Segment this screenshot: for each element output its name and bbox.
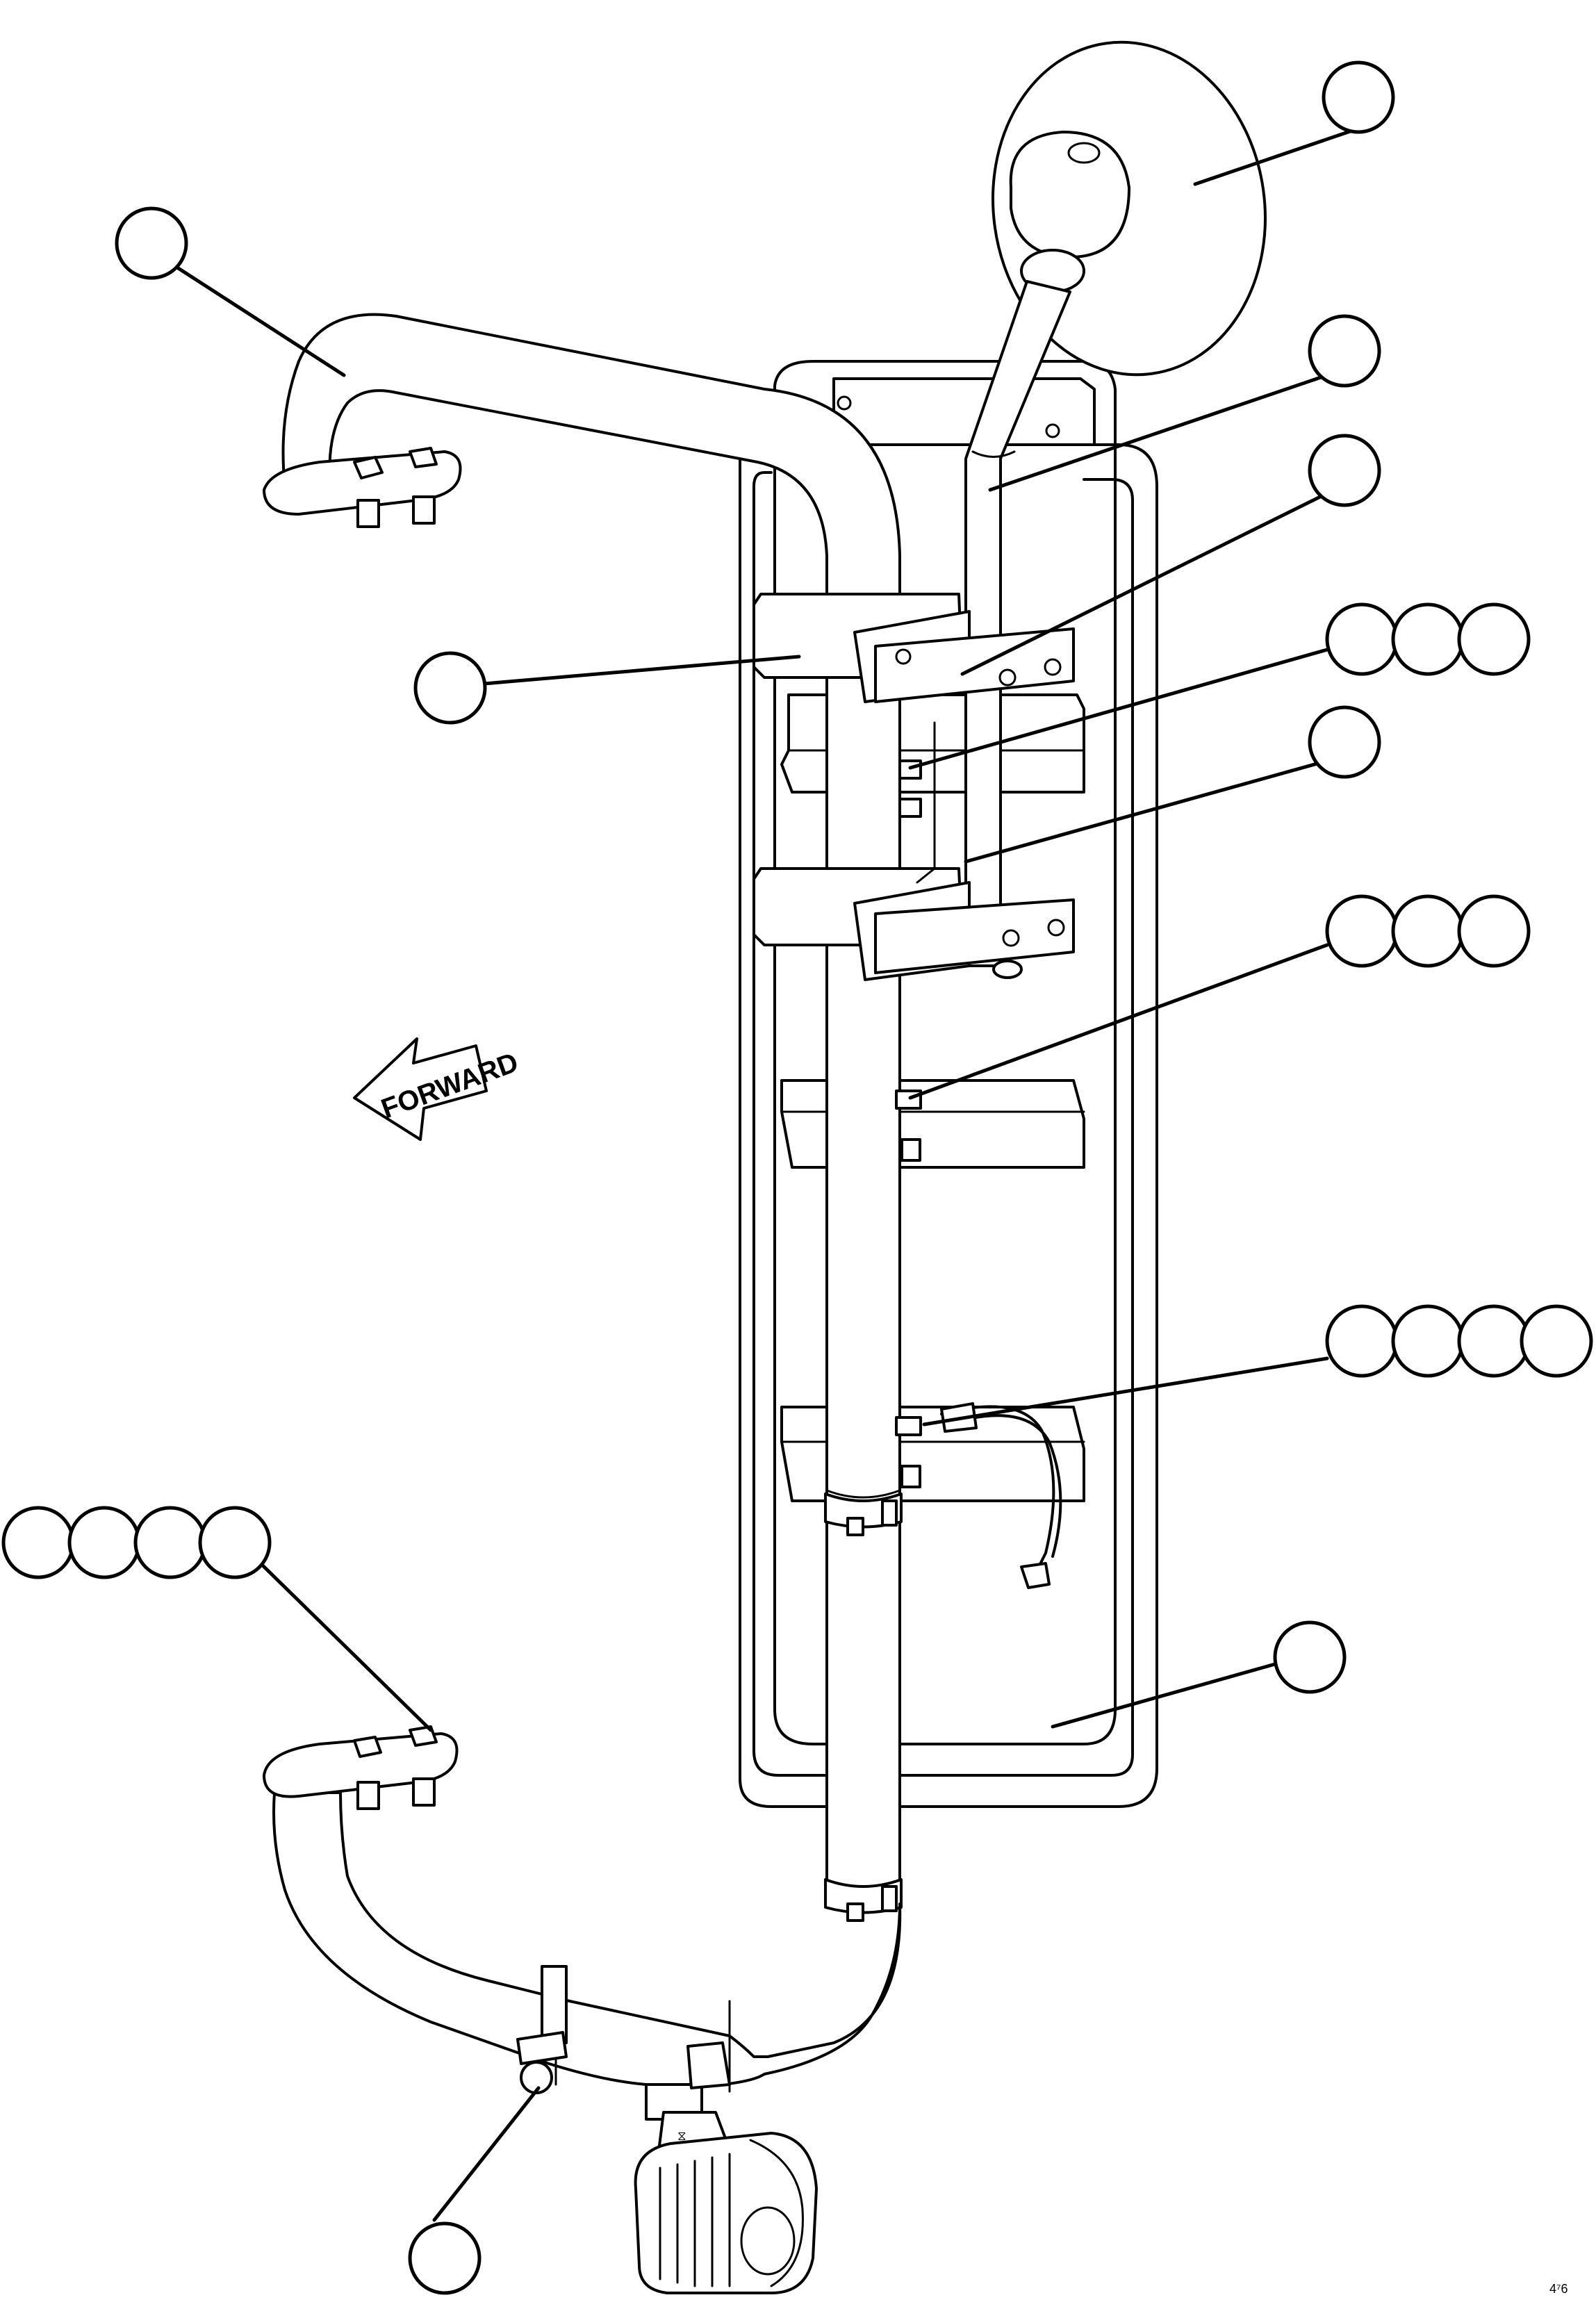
callout-upper-clamp: [1308, 434, 1381, 507]
forward-arrow: FORWARD: [353, 1037, 523, 1141]
leader-lines: [175, 126, 1360, 2222]
callout-mirror-arm: [1308, 314, 1381, 388]
step-bolt-lower: [895, 1416, 922, 1488]
callout-grab-handle-upper: [115, 206, 188, 280]
lower-clamp: [752, 721, 1075, 981]
tube-clamp-upper: [824, 1493, 903, 1536]
main-vertical-tube: [825, 596, 901, 1905]
callout-mounting-bracket: [413, 651, 487, 725]
callout-handle-mount-bolts: [1, 1506, 272, 1579]
callout-lower-clamp: [1308, 705, 1381, 779]
upper-clamp: [752, 593, 1075, 703]
lamp-clip: [516, 1965, 568, 2094]
callout-back-plate: [1273, 1620, 1347, 1694]
tube-clamp-lower: [824, 1878, 903, 1922]
callout-lamp-clip: [408, 2221, 482, 2295]
grab-handle-lower: [263, 1725, 902, 2093]
callout-harness-fasteners: [1325, 1304, 1593, 1378]
callout-balloons: [1, 60, 1593, 2295]
wire-harness: [940, 1402, 1062, 1589]
callout-mirror: [1322, 60, 1395, 134]
upper-foot-bolts: [353, 447, 438, 528]
grab-handle-upper: [263, 313, 901, 606]
reference-code: 4⁷6: [1549, 2282, 1568, 2296]
callout-upper-bolts: [1325, 602, 1531, 676]
callout-step-bolts: [1325, 894, 1531, 968]
lamp-logo-mark: ⧖: [677, 2129, 686, 2143]
work-lamp: ⧖: [634, 2041, 818, 2294]
